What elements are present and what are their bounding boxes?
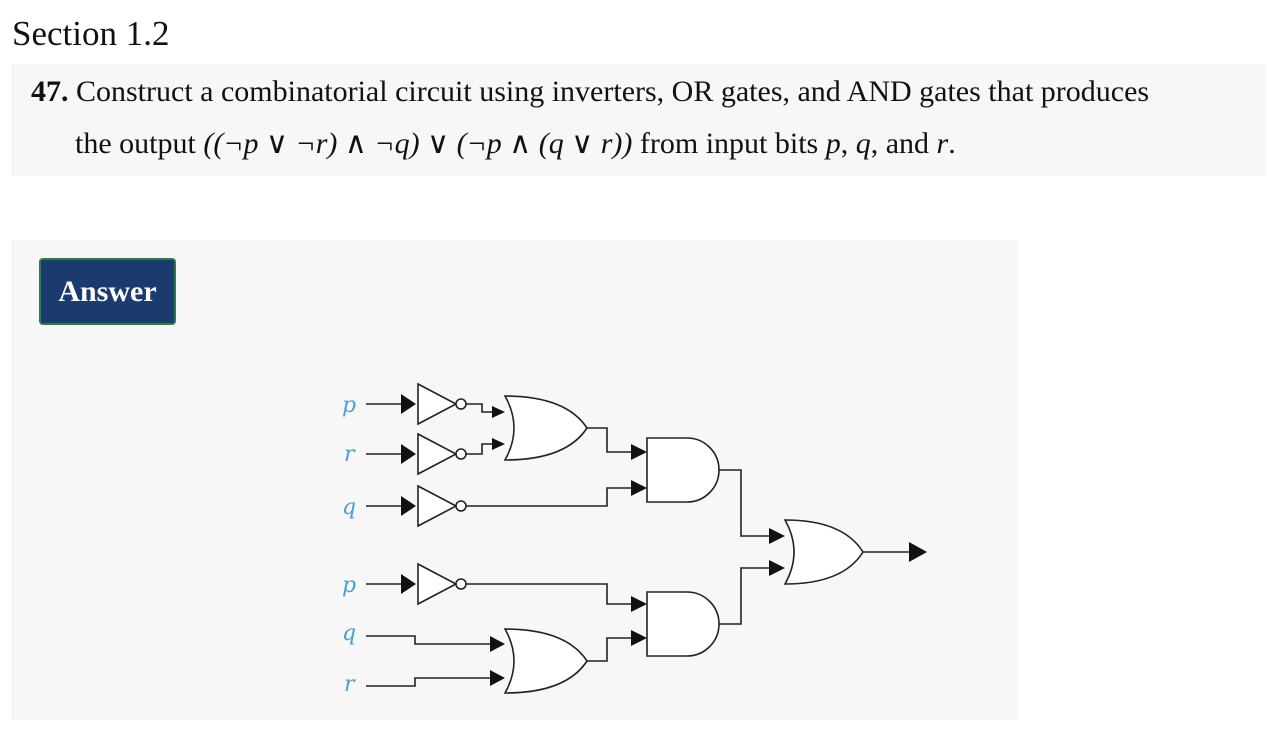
logic-circuit-diagram: p r q p q r (342, 382, 927, 697)
var-p: p (825, 127, 841, 160)
logic-expression: ((¬p ∨ ¬r) ∧ ¬q) ∨ (¬p ∧ (q ∨ r)) (203, 127, 633, 160)
wire-and2-to-or-final (719, 560, 785, 625)
input-label-q: q (342, 495, 356, 520)
problem-box: 47. Construct a combinatorial circuit us… (11, 64, 1266, 176)
wire-or2-to-and2 (587, 630, 647, 662)
answer-button[interactable]: Answer (39, 258, 176, 325)
input-label-p: p (342, 393, 356, 418)
wire-not-p-to-and2 (466, 583, 647, 612)
answer-area: Answer p r q p q r (11, 240, 1018, 720)
section-title: Section 1.2 (12, 14, 170, 53)
or-gate-final (783, 519, 864, 585)
problem-line-1: 47. Construct a combinatorial circuit us… (31, 72, 1149, 112)
wire-not-q-to-and1 (466, 480, 647, 507)
output-arrow (863, 542, 927, 562)
period: . (948, 127, 956, 160)
input-label-p: p (342, 573, 356, 598)
and-gate-1 (646, 437, 720, 503)
inverter-gate-p (417, 382, 467, 426)
separator: , and (870, 127, 937, 160)
output-prefix: the output (75, 127, 204, 160)
input-label-r: r (344, 442, 356, 467)
input-wire-p (366, 574, 416, 594)
input-wire-p (366, 394, 416, 414)
inverter-gate-p (417, 562, 467, 606)
inverter-gate-r (417, 432, 467, 476)
input-label-q: q (342, 621, 356, 646)
problem-text: Construct a combinatorial circuit using … (76, 75, 1150, 108)
wire-not-p-to-or (466, 403, 505, 418)
input-wire-q (366, 496, 416, 516)
inverter-gate-q (417, 484, 467, 528)
var-r: r (936, 127, 949, 160)
wire-not-r-to-or (466, 438, 505, 455)
input-wire-r-to-or2 (366, 670, 505, 687)
problem-number: 47. (31, 75, 69, 108)
var-q: q (855, 127, 871, 160)
wire-or1-to-and1 (587, 427, 647, 460)
problem-line-2: the output ((¬p ∨ ¬r) ∧ ¬q) ∨ (¬p ∧ (q ∨… (75, 124, 956, 164)
or-gate-2 (503, 628, 588, 694)
wire-and1-to-or-final (719, 469, 785, 544)
separator: , (840, 127, 856, 160)
input-wire-q-to-or2 (366, 635, 505, 652)
input-bits-text: from input bits (632, 127, 826, 160)
input-label-r: r (344, 672, 356, 697)
or-gate-1 (503, 395, 588, 461)
input-wire-r (366, 444, 416, 464)
and-gate-2 (646, 591, 720, 657)
